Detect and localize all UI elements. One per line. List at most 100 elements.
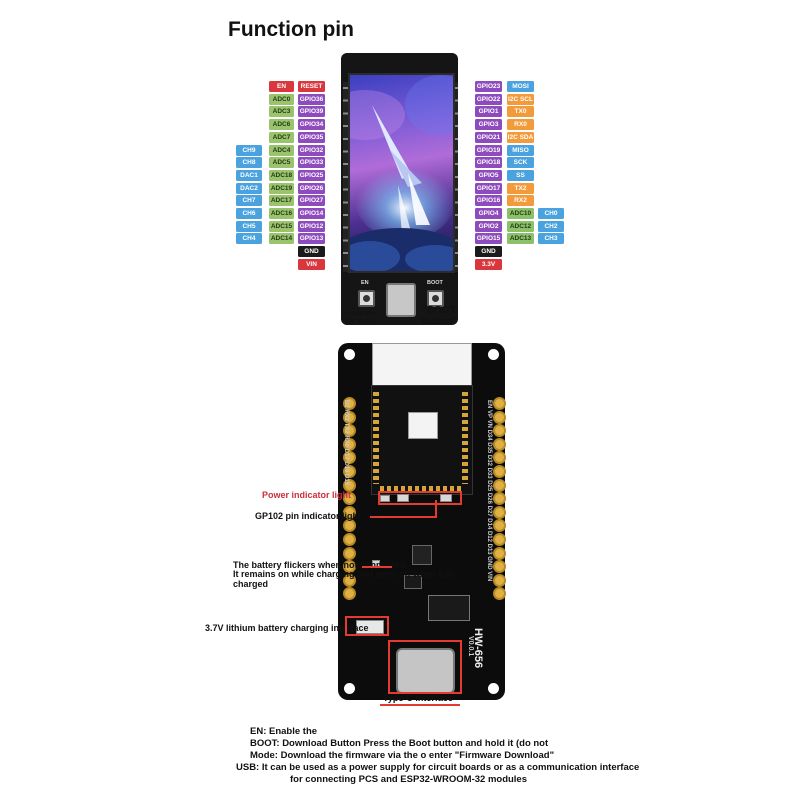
right-pin-gpio: GPIO16 <box>475 195 502 207</box>
right-pin-channel: CH2 <box>538 220 564 232</box>
left-pin-function: ADC3 <box>269 106 294 118</box>
boot-silk-label: BOOT <box>427 280 443 286</box>
right-header-pad <box>493 533 506 546</box>
legend-mode: Mode: Download the firmware via the o en… <box>250 750 555 761</box>
right-header-pad <box>493 424 506 438</box>
left-pin-gpio: GPIO13 <box>298 233 325 245</box>
gpio2-led <box>440 494 452 502</box>
left-header-pad <box>343 424 356 438</box>
left-pin-header <box>343 82 350 272</box>
usb-c-port-top <box>386 283 416 317</box>
left-header-pad <box>343 519 356 533</box>
module-pads-right <box>462 392 468 484</box>
right-header-pad <box>493 587 506 601</box>
right-header-pad <box>493 397 506 410</box>
gpio-indicator-riser <box>435 500 437 518</box>
left-pin-channel: CH9 <box>236 144 262 156</box>
type-c-note: Type-C interface <box>383 693 453 703</box>
right-pin-function: ADC10 <box>507 208 534 219</box>
type-c-box <box>388 640 462 694</box>
power-indicator-note: Power indicator light <box>262 490 352 500</box>
mount-hole-tl <box>344 349 355 360</box>
boot-button[interactable] <box>427 290 444 307</box>
page-title: Function pin <box>228 18 354 41</box>
left-pin-gpio: GPIO14 <box>298 208 325 219</box>
left-pin-function: ADC7 <box>269 131 294 143</box>
type-c-underline <box>380 704 460 706</box>
left-pin-gpio: GPIO25 <box>298 169 325 181</box>
right-pin-function: TX2 <box>507 182 534 194</box>
left-header-pad <box>343 437 356 451</box>
right-header-pad <box>493 573 506 587</box>
left-pin-gpio: GPIO32 <box>298 144 325 156</box>
right-pin-channel: CH0 <box>538 208 564 219</box>
left-silkscreen: D2 RX2 TX2 RX0 D17 D16 D15 <box>343 400 349 486</box>
left-header-pad <box>343 587 356 601</box>
left-header-pad <box>343 560 356 574</box>
en-button[interactable] <box>358 290 375 307</box>
right-pin-gpio: GPIO18 <box>475 157 502 169</box>
right-pin-gpio: GPIO1 <box>475 106 502 118</box>
left-pin-gpio: GND <box>298 246 325 258</box>
right-header-pad <box>493 437 506 451</box>
module-pads-left <box>373 392 379 484</box>
left-pin-function: ADC18 <box>269 169 294 181</box>
regulator-ic <box>404 575 422 589</box>
right-pin-gpio: GPIO23 <box>475 81 502 92</box>
en-button-caption: Enable the "EN" button <box>343 310 377 325</box>
right-pin-function: MISO <box>507 144 534 156</box>
legend-en: EN: Enable the <box>250 726 318 737</box>
charging-interface-note: 3.7V lithium battery charging interface <box>205 623 369 633</box>
right-pin-function: I2C SCL <box>507 93 534 105</box>
mount-hole-br <box>488 683 499 694</box>
right-pin-gpio: GPIO19 <box>475 144 502 156</box>
right-pin-gpio: GPIO15 <box>475 233 502 245</box>
left-header-pad <box>343 451 356 465</box>
module-pads-bottom <box>380 486 462 492</box>
left-pin-function: ADC14 <box>269 233 294 245</box>
right-pin-gpio: GND <box>475 246 502 258</box>
power-led <box>380 495 390 502</box>
legend-usb-cont: for connecting PCS and ESP32-WROOM-32 mo… <box>290 774 528 785</box>
right-pin-function: RX2 <box>507 195 534 207</box>
left-header-pad <box>343 410 356 424</box>
left-pin-channel: DAC1 <box>236 169 262 181</box>
spaceship-artwork <box>350 75 453 271</box>
gpio-indicator-note: GP102 pin indicator light <box>255 511 362 521</box>
mount-hole-tr <box>488 349 499 360</box>
right-header-pad <box>493 492 506 506</box>
usb-serial-ic <box>428 595 470 621</box>
left-pin-function: EN <box>269 81 294 92</box>
left-header-pad <box>343 546 356 560</box>
right-header-pad <box>493 560 506 574</box>
right-pin-gpio: GPIO21 <box>475 131 502 143</box>
power-indicator-box <box>378 491 462 505</box>
left-header-pad <box>343 478 356 492</box>
left-header-pad <box>343 492 356 506</box>
battery-connector <box>356 620 384 634</box>
smd-resistor <box>397 494 409 502</box>
left-pin-function: ADC6 <box>269 119 294 131</box>
left-pin-function: ADC0 <box>269 93 294 105</box>
left-pin-gpio: GPIO33 <box>298 157 325 169</box>
battery-note-1: The battery flickers when not connected. <box>233 560 408 570</box>
en-silk-label: EN <box>361 280 369 286</box>
left-pin-function: ADC5 <box>269 157 294 169</box>
right-pin-gpio: GPIO22 <box>475 93 502 105</box>
right-pin-gpio: GPIO5 <box>475 169 502 181</box>
mount-hole-bl <box>344 683 355 694</box>
left-header-pad <box>343 505 356 519</box>
antenna-area <box>372 343 472 387</box>
left-pin-gpio: GPIO36 <box>298 93 325 105</box>
right-pin-function: TX0 <box>507 106 534 118</box>
legend-usb: USB: It can be used as a power supply fo… <box>236 762 640 773</box>
left-pin-channel: CH5 <box>236 220 262 232</box>
left-pin-gpio: GPIO39 <box>298 106 325 118</box>
right-pin-function: RX0 <box>507 119 534 131</box>
esp32-module <box>371 385 473 495</box>
right-header-pad <box>493 505 506 519</box>
charging-interface-box <box>345 616 389 636</box>
right-header-pad <box>493 410 506 424</box>
right-header-pad <box>493 546 506 560</box>
left-pin-function: ADC4 <box>269 144 294 156</box>
